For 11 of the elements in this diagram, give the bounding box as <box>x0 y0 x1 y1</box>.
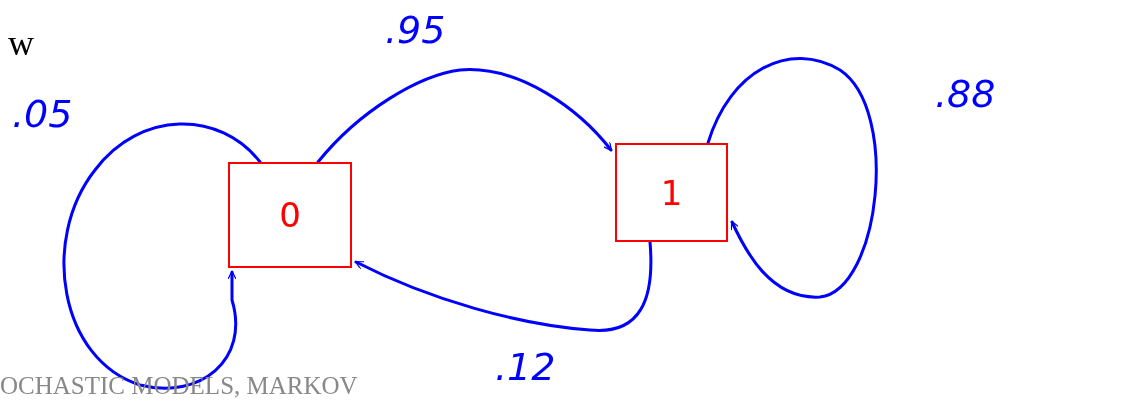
edge-label: .95 <box>385 8 446 52</box>
transition-arrow <box>62 122 262 390</box>
edge-label: .88 <box>935 72 996 116</box>
state-box: 1 <box>615 143 728 242</box>
state-box: 0 <box>228 162 352 268</box>
edge-label: .12 <box>495 345 556 389</box>
page-text: w <box>8 22 34 64</box>
edge-label: .05 <box>12 92 73 136</box>
transition-arrow <box>706 57 878 299</box>
transition-arrow <box>316 68 613 164</box>
transition-arrow <box>354 240 653 332</box>
